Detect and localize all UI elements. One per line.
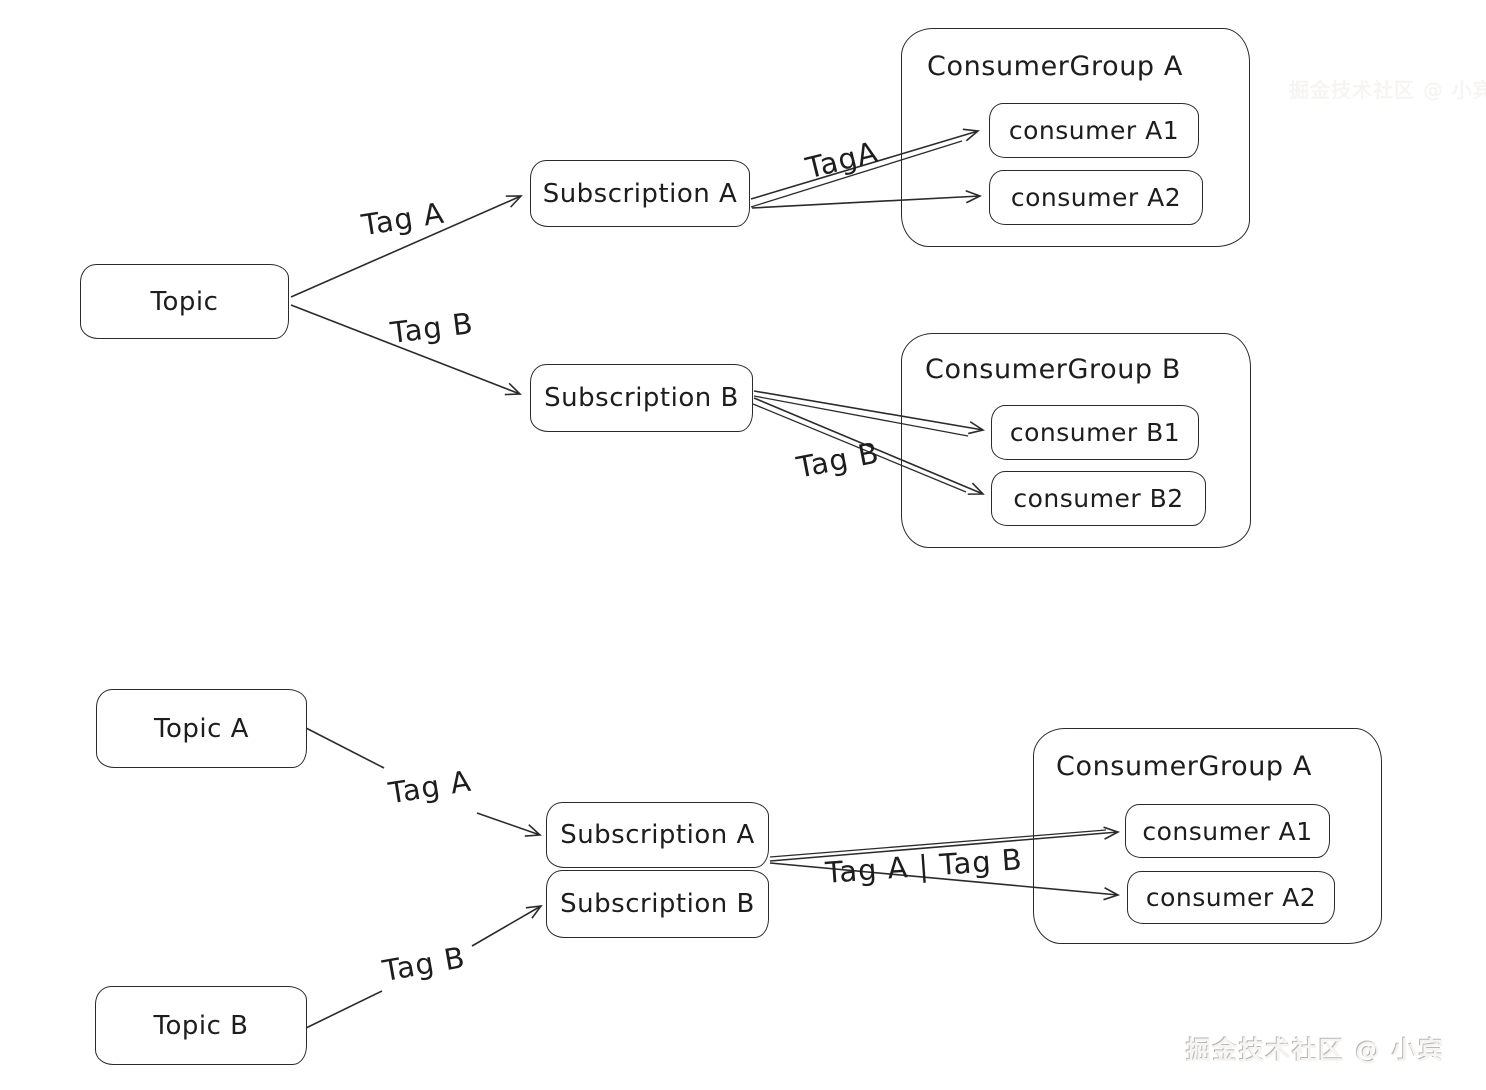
group-consumer-group-b-top: ConsumerGroup B bbox=[901, 333, 1251, 548]
edge-sub-b-to-consumer-b1 bbox=[753, 390, 986, 435]
group-consumer-group-a-bottom: ConsumerGroup A bbox=[1033, 728, 1382, 944]
group-consumer-group-a-bottom-title: ConsumerGroup A bbox=[1056, 751, 1312, 782]
edge-sub-b-to-consumer-b2-sketch bbox=[752, 403, 967, 493]
node-subscription-a-bottom-label: Subscription A bbox=[560, 820, 755, 850]
node-consumer-a2-bottom: consumer A2 bbox=[1127, 871, 1335, 924]
edge-topic-to-subscription-b bbox=[290, 304, 522, 396]
node-topic-a: Topic A bbox=[96, 689, 307, 768]
node-subscription-a-top-label: Subscription A bbox=[542, 178, 738, 209]
edge-subs-to-consumer-a1-sketch bbox=[769, 829, 1107, 858]
edge-tag-b-to-subscription-b bbox=[471, 904, 543, 947]
edge-tag-a-to-subscription-a bbox=[476, 812, 542, 837]
node-consumer-a1-bottom: consumer A1 bbox=[1125, 804, 1330, 858]
edge-sub-a-to-consumer-a1-sketch bbox=[750, 140, 963, 208]
group-consumer-group-a-top: ConsumerGroup A bbox=[901, 28, 1250, 247]
edge-sub-b-to-consumer-b1-sketch bbox=[753, 395, 969, 437]
node-subscription-b-bottom: Subscription B bbox=[546, 870, 769, 938]
node-consumer-a1-bottom-label: consumer A1 bbox=[1142, 816, 1313, 846]
node-consumer-b2-top: consumer B2 bbox=[991, 471, 1206, 526]
node-subscription-b-bottom-label: Subscription B bbox=[560, 889, 755, 919]
edge-topic-b-leadline bbox=[305, 990, 383, 1029]
node-consumer-a1-top: consumer A1 bbox=[989, 103, 1199, 158]
node-subscription-a-top: Subscription A bbox=[530, 160, 750, 227]
node-consumer-a2-bottom-label: consumer A2 bbox=[1145, 883, 1317, 912]
node-consumer-b1-top-label: consumer B1 bbox=[1009, 418, 1181, 447]
edge-topic-a-leadline bbox=[305, 727, 385, 769]
node-consumer-b2-top-label: consumer B2 bbox=[1013, 484, 1184, 513]
node-topic-b: Topic B bbox=[95, 986, 307, 1065]
node-consumer-a1-top-label: consumer A1 bbox=[1008, 116, 1180, 145]
edge-sub-a-to-consumer-a1 bbox=[750, 128, 980, 200]
node-consumer-a2-top: consumer A2 bbox=[989, 170, 1203, 225]
edge-sub-b-to-consumer-b2 bbox=[753, 397, 985, 495]
watermark-top-right: 掘金技术社区 @ 小宾 bbox=[1289, 78, 1486, 102]
node-consumer-a2-top-label: consumer A2 bbox=[1010, 183, 1182, 212]
edge-subs-to-consumer-a2 bbox=[769, 862, 1121, 901]
edge-sub-a-to-consumer-a2 bbox=[751, 189, 983, 209]
node-subscription-b-top: Subscription B bbox=[530, 364, 753, 432]
node-subscription-a-bottom: Subscription A bbox=[546, 802, 769, 868]
edge-topic-to-subscription-a bbox=[290, 195, 523, 298]
node-topic-a-label: Topic A bbox=[154, 713, 249, 744]
node-topic: Topic bbox=[80, 264, 289, 339]
edge-subs-to-consumer-a1 bbox=[769, 826, 1121, 862]
group-consumer-group-a-top-title: ConsumerGroup A bbox=[927, 51, 1183, 82]
watermark-bottom-right: 掘金技术社区 @ 小宾 bbox=[1186, 1036, 1445, 1065]
node-subscription-b-top-label: Subscription B bbox=[544, 383, 739, 413]
node-consumer-b1-top: consumer B1 bbox=[991, 405, 1199, 460]
node-topic-b-label: Topic B bbox=[153, 1010, 249, 1041]
group-consumer-group-b-top-title: ConsumerGroup B bbox=[925, 354, 1181, 385]
node-topic-label: Topic bbox=[150, 286, 219, 317]
